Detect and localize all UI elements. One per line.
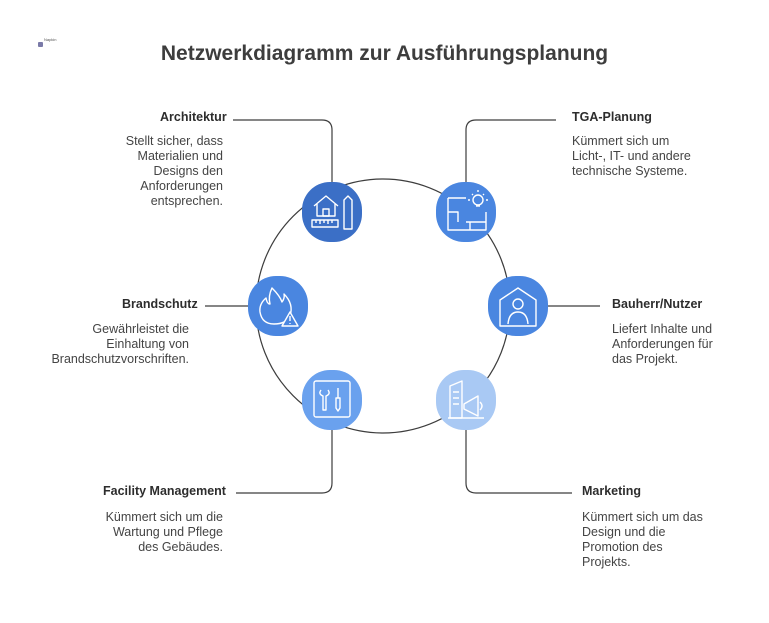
node-architektur: [302, 182, 362, 242]
heading-brandschutz: Brandschutz: [122, 297, 198, 311]
node-facility: [302, 370, 362, 430]
heading-facility: Facility Management: [103, 484, 226, 498]
house-ruler-pencil-icon: [311, 195, 353, 230]
fire-warning-icon: [259, 287, 299, 327]
connector-lines: [205, 119, 600, 494]
logo-text: Napkin: [44, 37, 57, 42]
person-house-icon: [499, 287, 537, 327]
connector-facility: [236, 427, 333, 494]
node-bauherr: [488, 276, 548, 336]
node-marketing: [436, 370, 496, 430]
node-brandschutz: [248, 276, 308, 336]
node-tga: [436, 182, 496, 242]
connector-marketing: [465, 427, 572, 494]
heading-marketing: Marketing: [582, 484, 642, 498]
heading-tga: TGA-Planung: [572, 110, 652, 124]
tools-panel-icon: [313, 380, 351, 418]
floorplan-lightbulb-icon: [447, 190, 488, 231]
heading-bauherr: Bauherr/Nutzer: [612, 297, 703, 311]
logo: [38, 36, 58, 47]
building-megaphone-icon: [448, 380, 484, 419]
connector-architektur: [233, 119, 333, 186]
page-title: Netzwerkdiagramm zur Ausführungsplanung: [160, 42, 609, 65]
connector-tga: [465, 119, 556, 186]
heading-architektur: Architektur: [160, 110, 227, 124]
